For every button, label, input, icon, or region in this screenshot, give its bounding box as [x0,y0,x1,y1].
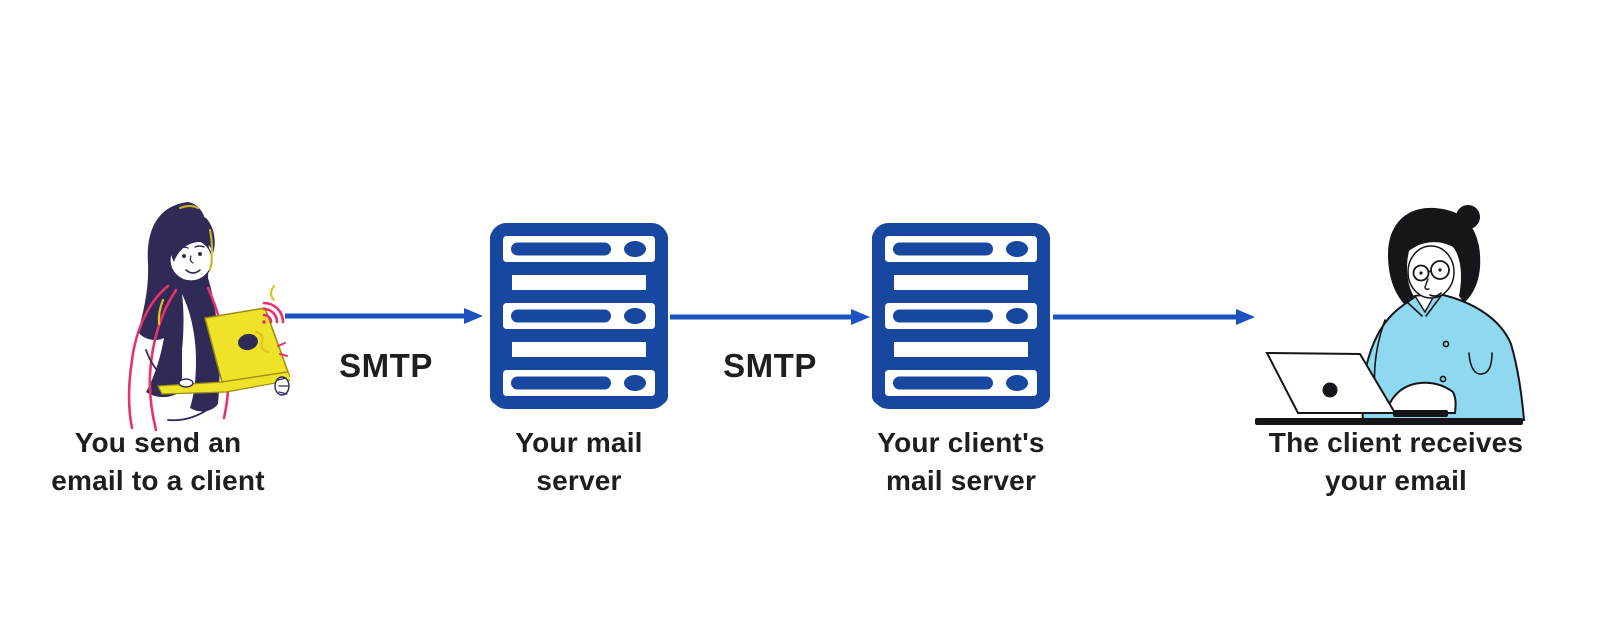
arm [1384,381,1457,414]
arrow-server-to-server [670,309,870,325]
recipient-label: The client receives your email [1206,424,1586,500]
client-mail-server-label-line2: mail server [885,465,1037,496]
recipient-label-line2: your email [1324,465,1468,496]
smtp-protocol-label-2: SMTP [723,347,817,384]
wifi-signal-icon [262,301,285,324]
desk-line [1255,418,1523,425]
laptop-icon [157,307,290,396]
recipient-label-line1: The client receives [1268,427,1524,458]
smtp-protocol-label-1: SMTP [339,347,433,384]
sparkles [254,284,288,357]
sender-label-line1: You send an [74,427,242,458]
recipient-person-illustration [1255,205,1525,425]
your-mail-server-label-line2: server [536,465,622,496]
your-mail-server-label-line1: Your mail [515,427,643,458]
sender-person-illustration [127,202,290,432]
your-mail-server-icon [490,223,668,409]
laptop-icon [1265,351,1448,417]
sender-label-line2: email to a client [51,465,265,496]
client-mail-server-icon [872,223,1050,409]
sender-label: You send an email to a client [0,424,348,500]
face [169,215,215,282]
arrow-sender-to-server [285,308,483,324]
your-mail-server-label: Your mail server [389,424,769,500]
arrow-server-to-recipient [1053,309,1255,325]
client-mail-server-label-line1: Your client's [877,427,1045,458]
head [1388,205,1481,305]
client-mail-server-label: Your client's mail server [771,424,1151,500]
